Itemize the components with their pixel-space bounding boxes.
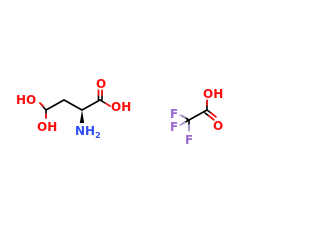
bond-c-f-left-f xyxy=(179,121,186,126)
bond-c3-c2 xyxy=(63,99,83,111)
label-nh2-subscript: 2 xyxy=(95,131,101,140)
label-nh2: NH2 xyxy=(75,124,101,140)
bond-c1-oh-o xyxy=(105,102,111,107)
molecule-trifluoroacetic-acid: OH O F F F xyxy=(170,87,223,147)
label-f-bottom: F xyxy=(185,133,193,147)
label-oh-tfa: OH xyxy=(203,87,223,101)
label-oh-acid: OH xyxy=(111,100,131,114)
wedge-c2-n xyxy=(79,110,85,123)
label-oh-bottom-left: OH xyxy=(37,120,57,134)
bond-c-o-double-a-o xyxy=(210,112,217,118)
bond-c2-c1 xyxy=(81,99,101,111)
label-f-left: F xyxy=(170,120,178,134)
bond-c-o-double-b-o xyxy=(208,115,215,121)
label-o-carbonyl-tfa: O xyxy=(213,119,223,133)
molecule-aminobutanoic-acid: HO OH O OH NH2 xyxy=(16,77,131,140)
label-oh-top-left: HO xyxy=(16,93,36,107)
bond-cf3-cooh xyxy=(188,109,208,121)
bond-c4-c3 xyxy=(45,99,65,111)
bond-c4-o-top-o xyxy=(39,102,44,107)
label-o-carbonyl: O xyxy=(96,77,106,91)
label-nh2-main: NH xyxy=(75,124,95,138)
label-f-top: F xyxy=(170,107,178,121)
bond-c-f-top-f xyxy=(179,114,186,119)
structure-canvas: HO OH O OH NH2 OH O F F F xyxy=(16,77,223,147)
